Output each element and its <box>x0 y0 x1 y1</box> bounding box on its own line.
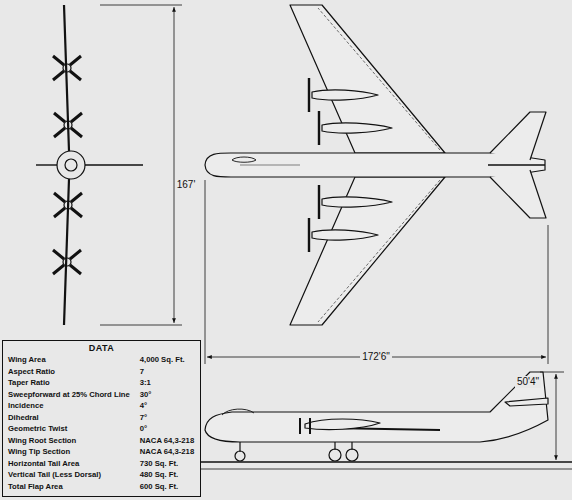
data-table: DATAWing Area4,000 Sq. Ft.Aspect Ratio7T… <box>2 340 201 497</box>
table-value: 3:1 <box>140 378 195 389</box>
table-heading: DATA <box>8 343 195 353</box>
table-value: 7 <box>140 367 195 378</box>
table-value: 30° <box>140 390 195 401</box>
side-view <box>200 372 572 469</box>
table-value: 4,000 Sq. Ft. <box>140 355 195 366</box>
table-value: 480 Sq. Ft. <box>140 470 195 481</box>
front-view <box>36 5 143 325</box>
length-dimension <box>205 180 548 364</box>
dimension-label: 172'6" <box>360 351 392 363</box>
span-dimension <box>100 5 182 325</box>
table-label: Wing Root Section <box>8 436 130 447</box>
dimension-label: 50'4" <box>515 376 541 388</box>
table-label: Dihedral <box>8 413 130 424</box>
table-value: 730 Sq. Ft. <box>140 459 195 470</box>
table-grid: Wing Area 4,000 Sq. Ft. Aspect Ratio 7Taper… <box>8 355 195 492</box>
table-value: NACA 64,3-218 <box>140 447 195 458</box>
table-label: Horizontal Tail Area <box>8 459 130 470</box>
dimension-label: 167' <box>175 179 198 191</box>
table-value: NACA 64,3-218 <box>140 436 195 447</box>
table-label: Wing Area <box>8 355 130 366</box>
table-label: Wing Tip Section <box>8 447 130 458</box>
table-value: 7° <box>140 413 195 424</box>
height-dimension <box>540 372 564 460</box>
table-label: Total Flap Area <box>8 482 130 493</box>
table-label: Incidence <box>8 401 130 412</box>
table-value: 0° <box>140 424 195 435</box>
table-value: 600 Sq. Ft. <box>140 482 195 493</box>
table-value: 4° <box>140 401 195 412</box>
plan-view <box>205 5 546 325</box>
table-label: Aspect Ratio <box>8 367 130 378</box>
table-label: Vertical Tail (Less Dorsal) <box>8 470 130 481</box>
table-label: Sweepforward at 25% Chord Line <box>8 390 130 401</box>
table-label: Geometric Twist <box>8 424 130 435</box>
table-label: Taper Ratio <box>8 378 130 389</box>
